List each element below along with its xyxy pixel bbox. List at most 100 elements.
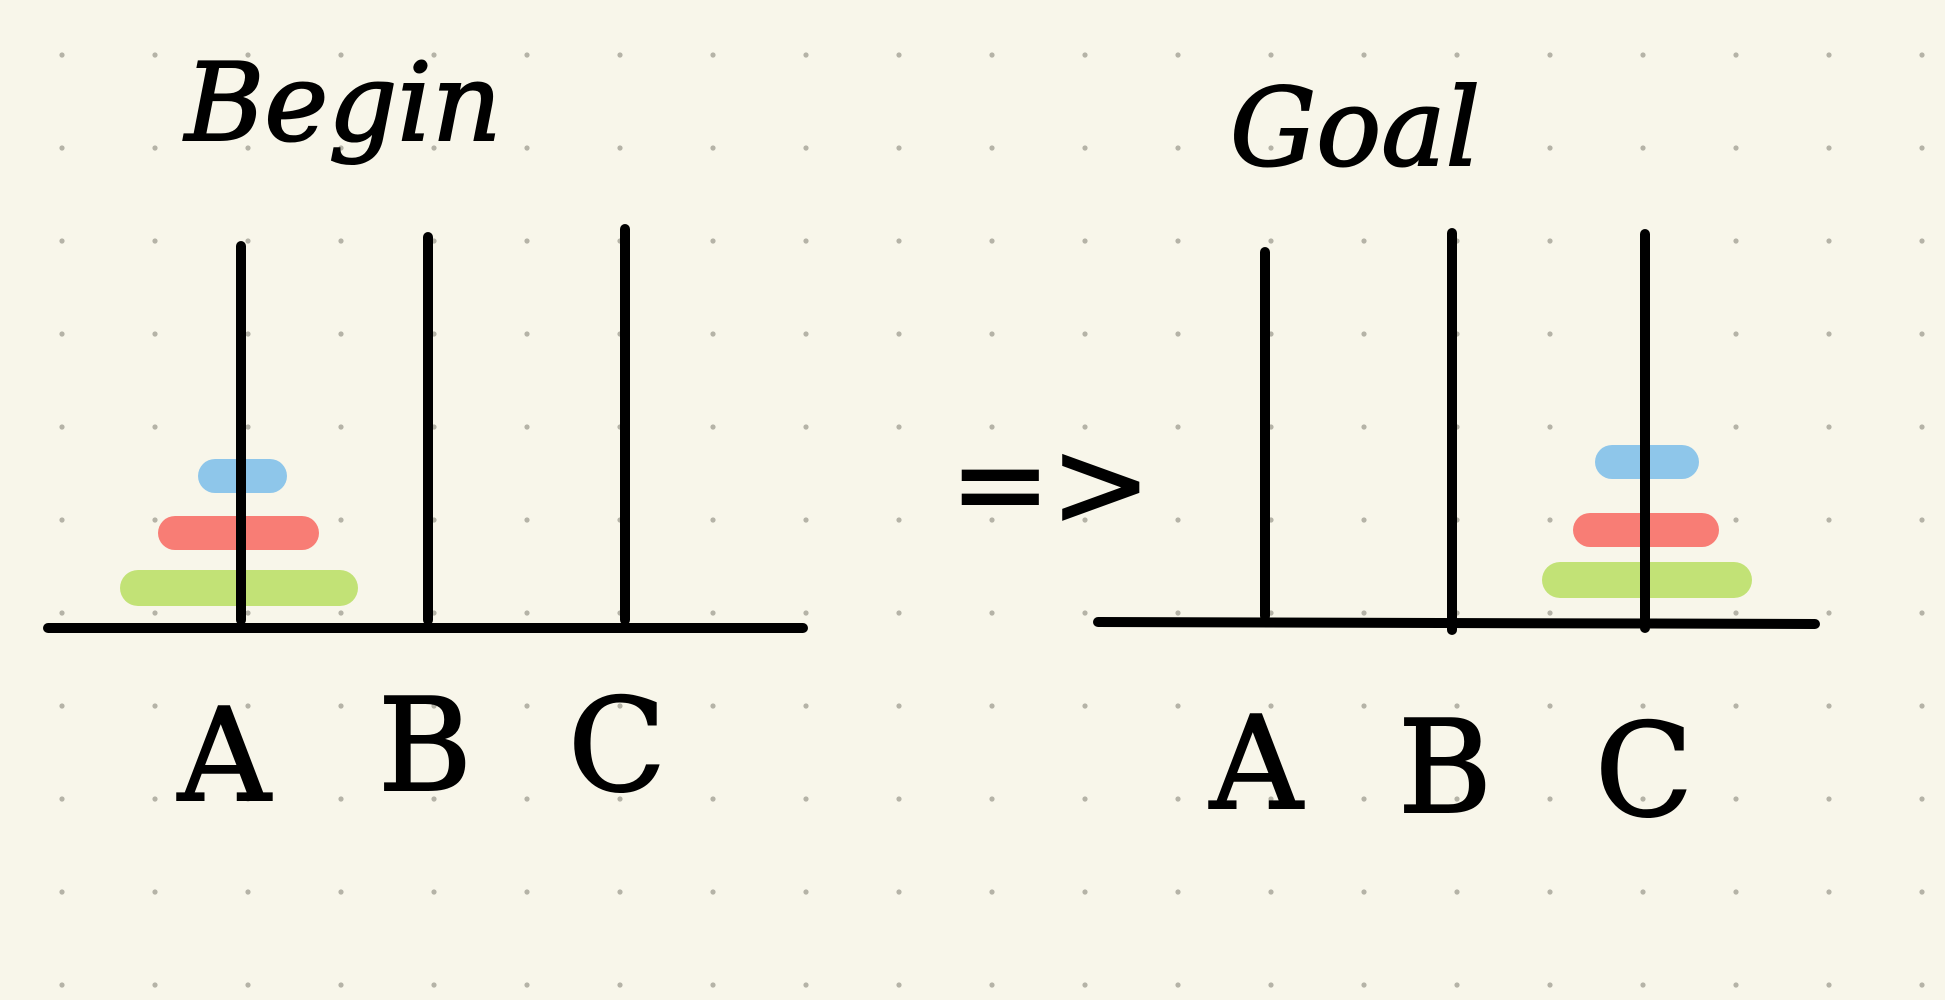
grid-dot xyxy=(152,238,158,244)
grid-dot xyxy=(524,796,530,802)
grid-dot xyxy=(1268,982,1274,988)
grid-dot xyxy=(1268,796,1274,802)
grid-dot xyxy=(803,517,809,523)
grid-dot xyxy=(245,238,251,244)
grid-dot xyxy=(245,982,251,988)
grid-dot xyxy=(245,52,251,58)
grid-dot xyxy=(152,703,158,709)
grid-dot xyxy=(710,238,716,244)
grid-dot xyxy=(152,424,158,430)
begin-title: Begin xyxy=(183,41,502,166)
grid-dot xyxy=(245,703,251,709)
grid-dot xyxy=(803,982,809,988)
grid-dot xyxy=(989,889,995,895)
grid-dot xyxy=(1919,424,1925,430)
grid-dot xyxy=(1082,52,1088,58)
grid-dot xyxy=(1919,982,1925,988)
grid-dot xyxy=(524,331,530,337)
grid-dot xyxy=(1733,145,1739,151)
grid-dot xyxy=(1826,52,1832,58)
grid-dot xyxy=(803,145,809,151)
grid-dot xyxy=(617,889,623,895)
grid-dot xyxy=(524,982,530,988)
grid-dot xyxy=(1640,982,1646,988)
grid-dot xyxy=(1640,145,1646,151)
grid-dot xyxy=(1082,331,1088,337)
grid-dot xyxy=(1454,982,1460,988)
grid-dot xyxy=(338,145,344,151)
grid-dot xyxy=(617,982,623,988)
grid-dot xyxy=(1082,145,1088,151)
grid-dot xyxy=(1919,238,1925,244)
grid-dot xyxy=(989,796,995,802)
grid-dot xyxy=(1547,145,1553,151)
base-line xyxy=(1093,617,1820,629)
grid-dot xyxy=(59,145,65,151)
grid-dot xyxy=(1826,424,1832,430)
grid-dot xyxy=(524,424,530,430)
grid-dot xyxy=(803,796,809,802)
grid-dot xyxy=(1175,610,1181,616)
grid-dot xyxy=(803,610,809,616)
grid-dot xyxy=(1454,52,1460,58)
grid-dot xyxy=(1547,889,1553,895)
grid-dot xyxy=(1082,424,1088,430)
grid-dot xyxy=(803,889,809,895)
grid-dot xyxy=(1361,238,1367,244)
grid-dot xyxy=(59,703,65,709)
grid-dot xyxy=(524,238,530,244)
grid-dot xyxy=(1175,424,1181,430)
arrow-icon: => xyxy=(950,415,1151,554)
peg-label-a: A xyxy=(177,682,272,831)
grid-dot xyxy=(524,610,530,616)
grid-dot xyxy=(1640,52,1646,58)
grid-dot xyxy=(1919,145,1925,151)
grid-dot xyxy=(245,145,251,151)
grid-dot xyxy=(1175,517,1181,523)
grid-dot xyxy=(59,889,65,895)
grid-dot xyxy=(1733,52,1739,58)
grid-dot xyxy=(338,703,344,709)
grid-dot xyxy=(1733,517,1739,523)
grid-dot xyxy=(989,331,995,337)
grid-dot xyxy=(1733,703,1739,709)
grid-dot xyxy=(1547,517,1553,523)
grid-dot xyxy=(617,796,623,802)
grid-dot xyxy=(803,331,809,337)
grid-dot xyxy=(431,982,437,988)
grid-dot xyxy=(152,889,158,895)
grid-dot xyxy=(1082,982,1088,988)
grid-dot xyxy=(1454,703,1460,709)
begin-panel: A B C xyxy=(43,224,808,832)
grid-dot xyxy=(896,703,902,709)
grid-dot xyxy=(338,610,344,616)
grid-dot xyxy=(1082,610,1088,616)
grid-dot xyxy=(152,145,158,151)
grid-dot xyxy=(617,52,623,58)
grid-dot xyxy=(431,703,437,709)
grid-dot xyxy=(152,796,158,802)
grid-dot xyxy=(896,517,902,523)
grid-dot xyxy=(989,517,995,523)
grid-dot xyxy=(1826,703,1832,709)
peg-label-b: B xyxy=(1398,694,1492,843)
grid-dot xyxy=(1268,703,1274,709)
grid-dot xyxy=(1733,424,1739,430)
grid-dot xyxy=(989,610,995,616)
grid-dot xyxy=(803,52,809,58)
grid-dot xyxy=(710,331,716,337)
grid-dot xyxy=(896,331,902,337)
grid-dot xyxy=(1919,889,1925,895)
grid-dot xyxy=(1826,796,1832,802)
grid-dot xyxy=(1547,796,1553,802)
grid-dot xyxy=(896,145,902,151)
grid-dot xyxy=(710,889,716,895)
grid-dot xyxy=(710,703,716,709)
grid-dot xyxy=(1547,331,1553,337)
goal-title: Goal xyxy=(1230,66,1480,191)
grid-dot xyxy=(617,703,623,709)
grid-dot xyxy=(1361,610,1367,616)
grid-dot xyxy=(245,424,251,430)
grid-dot xyxy=(803,703,809,709)
grid-dot xyxy=(338,52,344,58)
